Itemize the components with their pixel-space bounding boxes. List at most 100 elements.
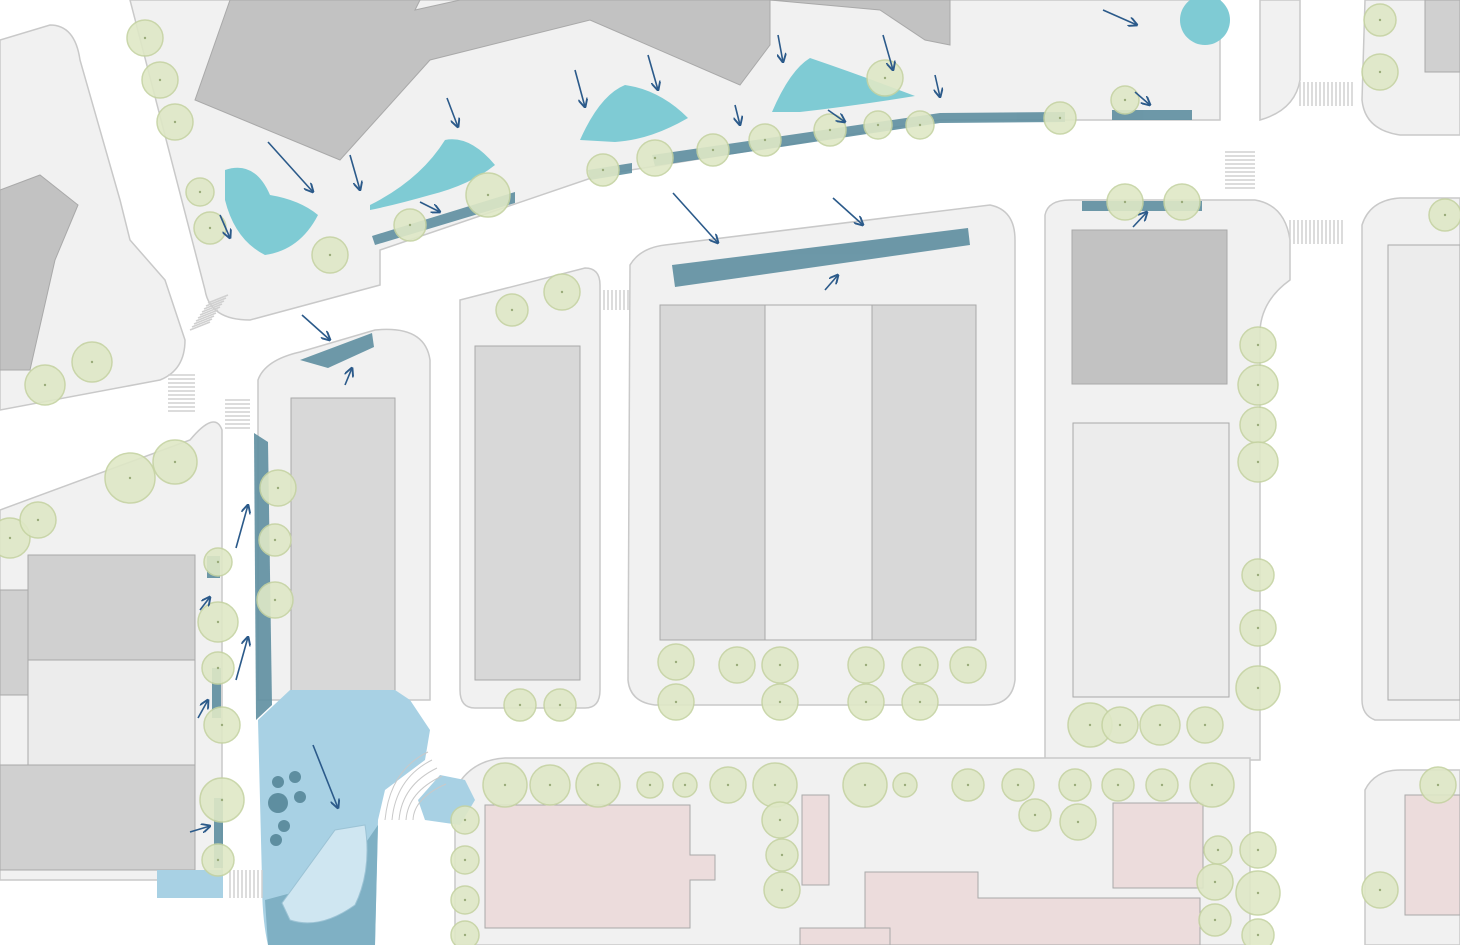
tree-trunk-dot xyxy=(1118,723,1122,727)
flow-arrow-icon xyxy=(344,368,352,386)
rain-garden-5 xyxy=(1180,0,1230,45)
tree-trunk-dot xyxy=(778,700,782,704)
tree-icon xyxy=(450,920,480,945)
tree-trunk-dot xyxy=(486,193,490,197)
crosswalk-icon xyxy=(197,309,219,319)
tree-trunk-dot xyxy=(778,818,782,822)
building-west-1 xyxy=(27,554,196,661)
flow-arrow-icon xyxy=(574,69,585,107)
bioswale-10 xyxy=(212,668,221,718)
rain-garden-2 xyxy=(370,139,495,210)
flow-arrow-icon xyxy=(267,141,313,192)
flow-arrow-icon xyxy=(301,314,330,340)
building-central-left xyxy=(659,304,766,641)
tree-trunk-dot xyxy=(1378,70,1382,74)
tree-trunk-dot xyxy=(966,663,970,667)
flow-arrow-icon xyxy=(824,275,838,291)
flow-arrow-icon xyxy=(1134,91,1150,105)
crosswalk-icon xyxy=(191,318,213,328)
crosswalk-icon xyxy=(203,300,225,310)
rain-garden-4 xyxy=(772,58,915,112)
building-pink-6 xyxy=(799,927,891,945)
tree-trunk-dot xyxy=(220,798,224,802)
tree-trunk-dot xyxy=(828,128,832,132)
tree-trunk-dot xyxy=(1180,200,1184,204)
tree-trunk-dot xyxy=(1256,383,1260,387)
tree-trunk-dot xyxy=(648,783,652,787)
tree-trunk-dot xyxy=(463,818,467,822)
tree-trunk-dot xyxy=(1123,98,1127,102)
flow-arrow-icon xyxy=(647,54,658,90)
tree-trunk-dot xyxy=(1076,820,1080,824)
tree-trunk-dot xyxy=(220,723,224,727)
flow-arrow-icon xyxy=(827,109,845,122)
tree-trunk-dot xyxy=(143,36,147,40)
tree-trunk-dot xyxy=(216,560,220,564)
tree-trunk-dot xyxy=(1216,848,1220,852)
tree-trunk-dot xyxy=(1378,18,1382,22)
tree-trunk-dot xyxy=(548,783,552,787)
building-pink-1 xyxy=(484,804,716,929)
flow-arrow-icon xyxy=(832,197,863,225)
flow-arrow-icon xyxy=(419,201,440,212)
tree-trunk-dot xyxy=(918,663,922,667)
tree-trunk-dot xyxy=(1256,460,1260,464)
tree-trunk-dot xyxy=(876,123,880,127)
flow-arrow-icon xyxy=(189,826,210,832)
tree-trunk-dot xyxy=(510,308,514,312)
building-far-east xyxy=(1387,244,1460,701)
building-north-2 xyxy=(769,0,951,46)
tree-trunk-dot xyxy=(560,290,564,294)
crosswalk-icon xyxy=(201,303,223,313)
tree-trunk-dot xyxy=(1203,723,1207,727)
tree-trunk-dot xyxy=(1033,813,1037,817)
building-middle xyxy=(474,345,581,681)
crosswalk-icon xyxy=(199,306,221,316)
tree-trunk-dot xyxy=(408,223,412,227)
tree-trunk-dot xyxy=(1088,723,1092,727)
tree-trunk-dot xyxy=(601,168,605,172)
flow-arrow-icon xyxy=(882,34,893,70)
building-tall-west xyxy=(290,397,396,735)
tree-trunk-dot xyxy=(503,783,507,787)
tree-trunk-dot xyxy=(463,933,467,937)
tree-trunk-dot xyxy=(273,538,277,542)
tree-trunk-dot xyxy=(1016,783,1020,787)
tree-trunk-dot xyxy=(1058,116,1062,120)
tree-trunk-dot xyxy=(1210,783,1214,787)
building-central-courtyard xyxy=(764,304,873,641)
tree-trunk-dot xyxy=(864,700,868,704)
bioswale-6 xyxy=(672,228,970,287)
crosswalks xyxy=(168,82,1353,898)
tree-trunk-dot xyxy=(198,190,202,194)
building-far-northeast xyxy=(1424,0,1460,73)
tree-trunk-dot xyxy=(1256,933,1260,937)
building-pink-2 xyxy=(801,794,830,886)
building-northwest xyxy=(0,174,79,371)
tree-trunk-dot xyxy=(36,518,40,522)
tree-trunk-dot xyxy=(1256,573,1260,577)
tree-trunk-dot xyxy=(1436,783,1440,787)
tree-trunk-dot xyxy=(128,476,132,480)
tree-trunk-dot xyxy=(216,858,220,862)
crosswalk-icon xyxy=(205,297,227,307)
flow-arrow-icon xyxy=(672,192,718,243)
bioswale-7 xyxy=(300,333,374,368)
bioswale-4 xyxy=(1112,110,1192,120)
tree-trunk-dot xyxy=(90,360,94,364)
tree-trunk-dot xyxy=(596,783,600,787)
building-pink-3 xyxy=(864,871,1201,945)
flow-arrow-icon xyxy=(219,214,230,238)
tree-trunk-dot xyxy=(1378,888,1382,892)
tree-trunk-dot xyxy=(1073,783,1077,787)
tree-trunk-dot xyxy=(1158,723,1162,727)
trees xyxy=(0,3,1460,945)
tree-trunk-dot xyxy=(208,226,212,230)
tree-trunk-dot xyxy=(1160,783,1164,787)
tree-trunk-dot xyxy=(735,663,739,667)
tree-trunk-dot xyxy=(558,703,562,707)
tree-trunk-dot xyxy=(463,898,467,902)
tree-trunk-dot xyxy=(1256,891,1260,895)
block-northeast-corner xyxy=(1259,0,1301,121)
